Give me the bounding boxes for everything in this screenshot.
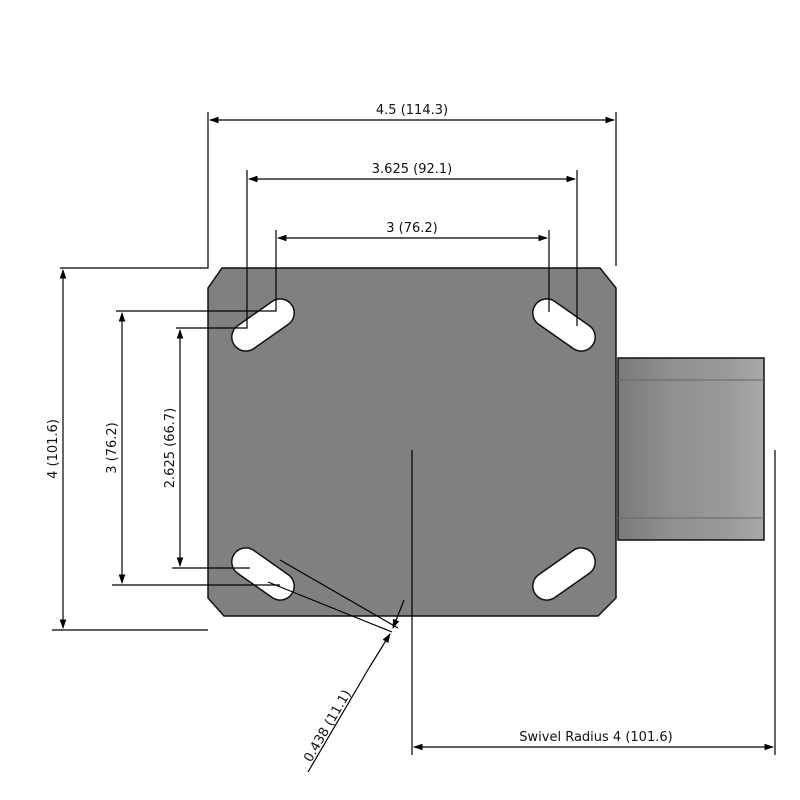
slot-top-left [231, 298, 295, 352]
dim-bolt-outer-y-label: 3 (76.2) [105, 422, 120, 474]
dim-bolt-outer-y: 3 (76.2) [105, 312, 280, 586]
dim-bolt-inner-x-label: 3 (76.2) [386, 221, 438, 236]
dim-plate-length: 4 (101.6) [46, 269, 208, 631]
wheel [617, 357, 765, 541]
dim-plate-width: 4.5 (114.3) [60, 103, 617, 269]
dim-bolt-inner-y: 2.625 (66.7) [163, 329, 250, 569]
dim-plate-length-label: 4 (101.6) [46, 419, 61, 479]
slot-bottom-right [532, 547, 596, 601]
dim-plate-width-label: 4.5 (114.3) [376, 103, 448, 118]
dim-bolt-inner-x: 3 (76.2) [116, 221, 550, 312]
slot-top-right [532, 298, 596, 352]
dim-swivel-radius-label: Swivel Radius 4 (101.6) [519, 730, 672, 745]
dim-slot-width-label: 0.438 (11.1) [301, 688, 354, 765]
dim-swivel-radius: Swivel Radius 4 (101.6) [411, 450, 776, 755]
dim-bolt-inner-y-label: 2.625 (66.7) [163, 408, 178, 488]
dim-bolt-outer-x-label: 3.625 (92.1) [372, 162, 452, 177]
dim-bolt-outer-x: 3.625 (92.1) [176, 162, 578, 329]
top-plate [207, 267, 617, 617]
